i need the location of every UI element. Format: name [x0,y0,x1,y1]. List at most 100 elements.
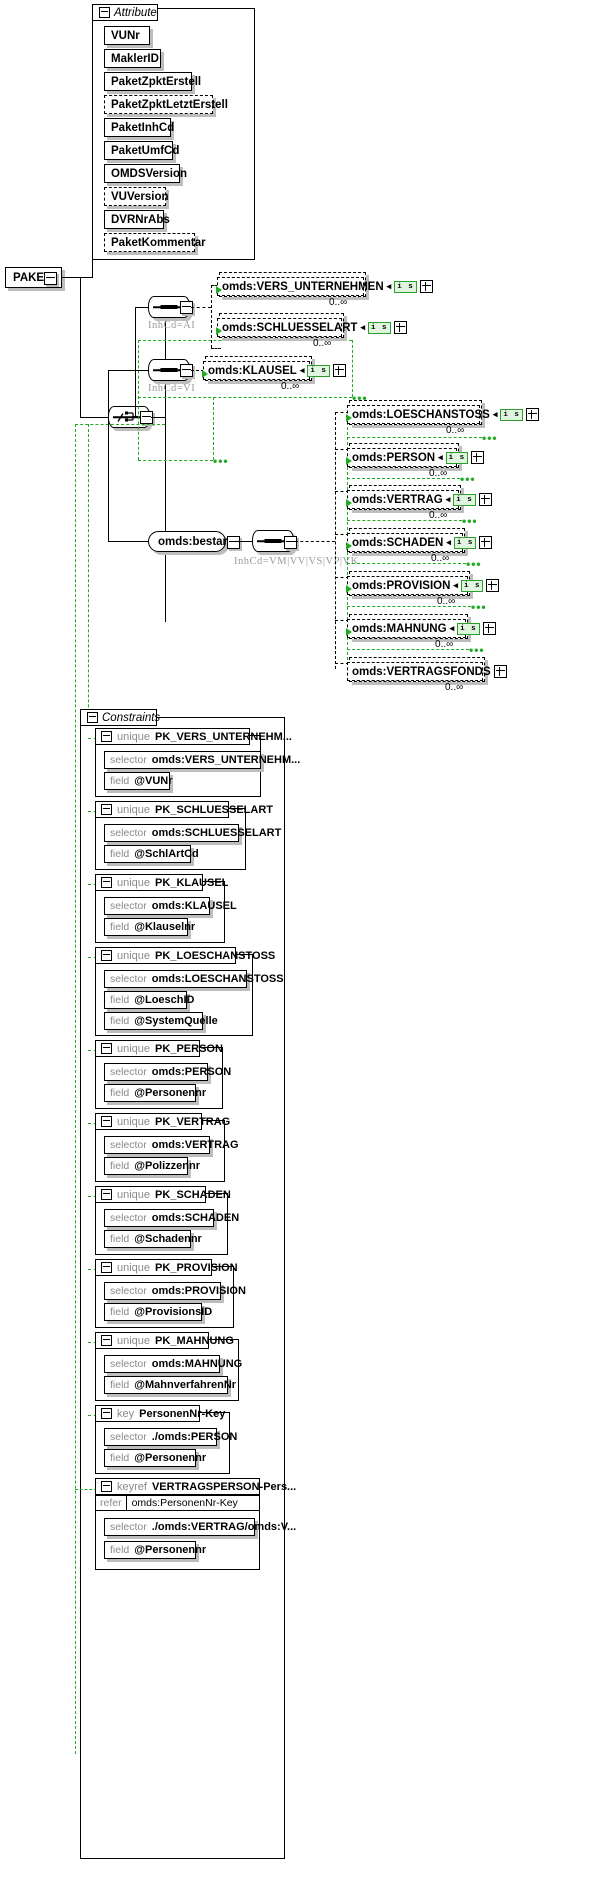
element-box[interactable]: omds:SCHLUESSELART ◂ i s [217,318,407,337]
constraint-selector-row[interactable]: selector omds:KLAUSEL [104,897,237,915]
element-box[interactable]: omds:KLAUSEL ◂ i s [203,361,346,380]
element-box[interactable]: omds:SCHADEN ◂ i s [347,533,493,552]
constraint-selector-row[interactable]: selector ./omds:PERSON [104,1428,237,1446]
attribute-group-header[interactable]: Attribute [92,4,158,21]
green-guide [88,884,97,885]
root-node-paket[interactable]: PAKET [5,267,62,288]
element-box[interactable]: omds:PROVISION ◂ i s [347,576,500,595]
constraint-selector-row[interactable]: selector omds:PROVISION [104,1282,246,1300]
constraints-group-header[interactable]: Constraints [80,709,160,726]
minus-icon[interactable] [101,1408,112,1419]
element-box[interactable]: omds:VERS_UNTERNEHMEN ◂ i s [217,277,433,296]
constraint-selector-row[interactable]: selector omds:SCHADEN [104,1209,239,1227]
constraint-selector-row[interactable]: selector omds:VERS_UNTERNEHM... [104,751,300,769]
constraint-selector-row[interactable]: selector omds:VERTRAG [104,1136,239,1154]
compositor-sequence-ai[interactable] [148,296,190,318]
constraint-refer-row[interactable]: refer omds:PersonenNr-Key [95,1495,260,1511]
minus-icon[interactable] [101,1481,112,1492]
constraint-selector-row[interactable]: selector omds:PERSON [104,1063,231,1081]
green-guide [88,1415,97,1416]
constraint-field-row[interactable]: field @SystemQuelle [104,1012,218,1030]
constraint-field-row[interactable]: field @Personennr [104,1449,206,1467]
connector-dashed [335,412,349,413]
minus-icon[interactable] [101,950,112,961]
selector-value: omds:VERTRAG [151,1139,239,1151]
constraint-field-row[interactable]: field @Personennr [104,1084,206,1102]
constraint-field-row[interactable]: field @Polizzennr [104,1157,200,1175]
plus-icon[interactable] [486,579,500,592]
minus-icon[interactable] [101,1189,112,1200]
attribute-node-omdsversion[interactable]: OMDSVersion [104,164,187,183]
compositor-choice[interactable] [108,406,150,428]
minus-icon[interactable] [101,1043,112,1054]
minus-box-icon-bestand[interactable] [227,536,240,549]
attribute-node-vunr[interactable]: VUNr [104,26,150,45]
minus-icon[interactable] [101,804,112,815]
plus-icon[interactable] [332,364,346,377]
plus-icon[interactable] [482,622,496,635]
plus-icon[interactable] [393,321,407,334]
element-box[interactable]: omds:LOESCHANSTOSS ◂ i s [347,405,539,424]
constraint-field-row[interactable]: field @Personennr [104,1541,206,1559]
constraint-header[interactable]: unique PK_PERSON [95,1040,223,1057]
constraint-field-row[interactable]: field @MahnverfahrenNr [104,1376,236,1394]
constraint-selector-row[interactable]: selector omds:LOESCHANSTOSS [104,970,284,988]
constraint-field-row[interactable]: field @SchlArtCd [104,845,199,863]
minus-icon[interactable] [101,1262,112,1273]
connector [80,417,108,418]
minus-icon[interactable] [101,1116,112,1127]
attribute-node-maklerid[interactable]: MaklerID [104,49,161,68]
attribute-node-paketinhcd[interactable]: PaketInhCd [104,118,174,137]
minus-box-icon[interactable] [44,272,57,285]
constraint-selector-row[interactable]: selector ./omds:VERTRAG/omds:V... [104,1518,296,1536]
minus-icon[interactable] [99,7,110,18]
minus-box-icon-seq-bestand[interactable] [284,536,297,549]
attribute-node-paketzpktletzterstell[interactable]: PaketZpktLetztErstell [104,95,228,114]
attribute-node-paketzpkterstell[interactable]: PaketZpktErstell [104,72,201,91]
plus-icon[interactable] [479,536,493,549]
element-box[interactable]: omds:VERTRAGSFONDS [347,662,507,681]
selector-value: omds:SCHLUESSELART [151,827,282,839]
constraint-header[interactable]: unique PK_SCHLUESSELART [95,801,273,818]
plus-icon[interactable] [471,451,485,464]
element-box[interactable]: omds:VERTRAG ◂ i s [347,490,492,509]
occurrence-label: 0..∞ [429,468,448,479]
plus-icon[interactable] [493,665,507,678]
minus-icon[interactable] [101,731,112,742]
green-guide [213,397,214,460]
element-box[interactable]: omds:PERSON ◂ i s [347,448,485,467]
constraint-field-row[interactable]: field @Klauselnr [104,918,195,936]
minus-icon[interactable] [101,877,112,888]
minus-icon[interactable] [87,712,98,723]
constraint-header[interactable]: unique PK_VERS_UNTERNEHM... [95,728,292,745]
constraint-header[interactable]: unique PK_PROVISION [95,1259,238,1276]
plus-icon[interactable] [419,280,433,293]
constraint-header[interactable]: unique PK_LOESCHANSTOSS [95,947,275,964]
constraint-selector-row[interactable]: selector omds:MAHNUNG [104,1355,242,1373]
constraint-header[interactable]: key PersonenNr-Key [95,1405,225,1422]
plus-icon[interactable] [478,493,492,506]
attribute-node-paketkommentar[interactable]: PaketKommentar [104,233,206,252]
constraint-header[interactable]: unique PK_VERTRAG [95,1113,230,1130]
constraint-header[interactable]: unique PK_KLAUSEL [95,874,228,891]
constraint-field-row[interactable]: field @ProvisionsID [104,1303,212,1321]
constraint-field-row[interactable]: field @VUNr [104,772,173,790]
minus-icon[interactable] [101,1335,112,1346]
constraint-kind: unique [117,1261,151,1274]
green-guide [88,1050,97,1051]
constraint-header[interactable]: keyref VERTRAGSPERSON-Pers... [95,1478,296,1495]
attribute-node-vuversion[interactable]: VUVersion [104,187,169,206]
constraint-header[interactable]: unique PK_SCHADEN [95,1186,231,1203]
attribute-node-dvrnrabs[interactable]: DVRNrAbs [104,210,170,229]
constraint-kind: unique [117,949,151,962]
constraint-selector-row[interactable]: selector omds:SCHLUESSELART [104,824,281,842]
attribute-node-paketumfcd[interactable]: PaketUmfCd [104,141,179,160]
constraint-field-row[interactable]: field @Schadennr [104,1230,202,1248]
compositor-sequence-vi[interactable] [148,359,190,381]
constraint-header[interactable]: unique PK_MAHNUNG [95,1332,234,1349]
node-omds-bestand[interactable]: omds:bestand [148,531,237,552]
constraint-field-row[interactable]: field @LoeschID [104,991,195,1009]
occurrence-label: 0..∞ [445,682,464,693]
element-box[interactable]: omds:MAHNUNG ◂ i s [347,619,496,638]
plus-icon[interactable] [525,408,539,421]
